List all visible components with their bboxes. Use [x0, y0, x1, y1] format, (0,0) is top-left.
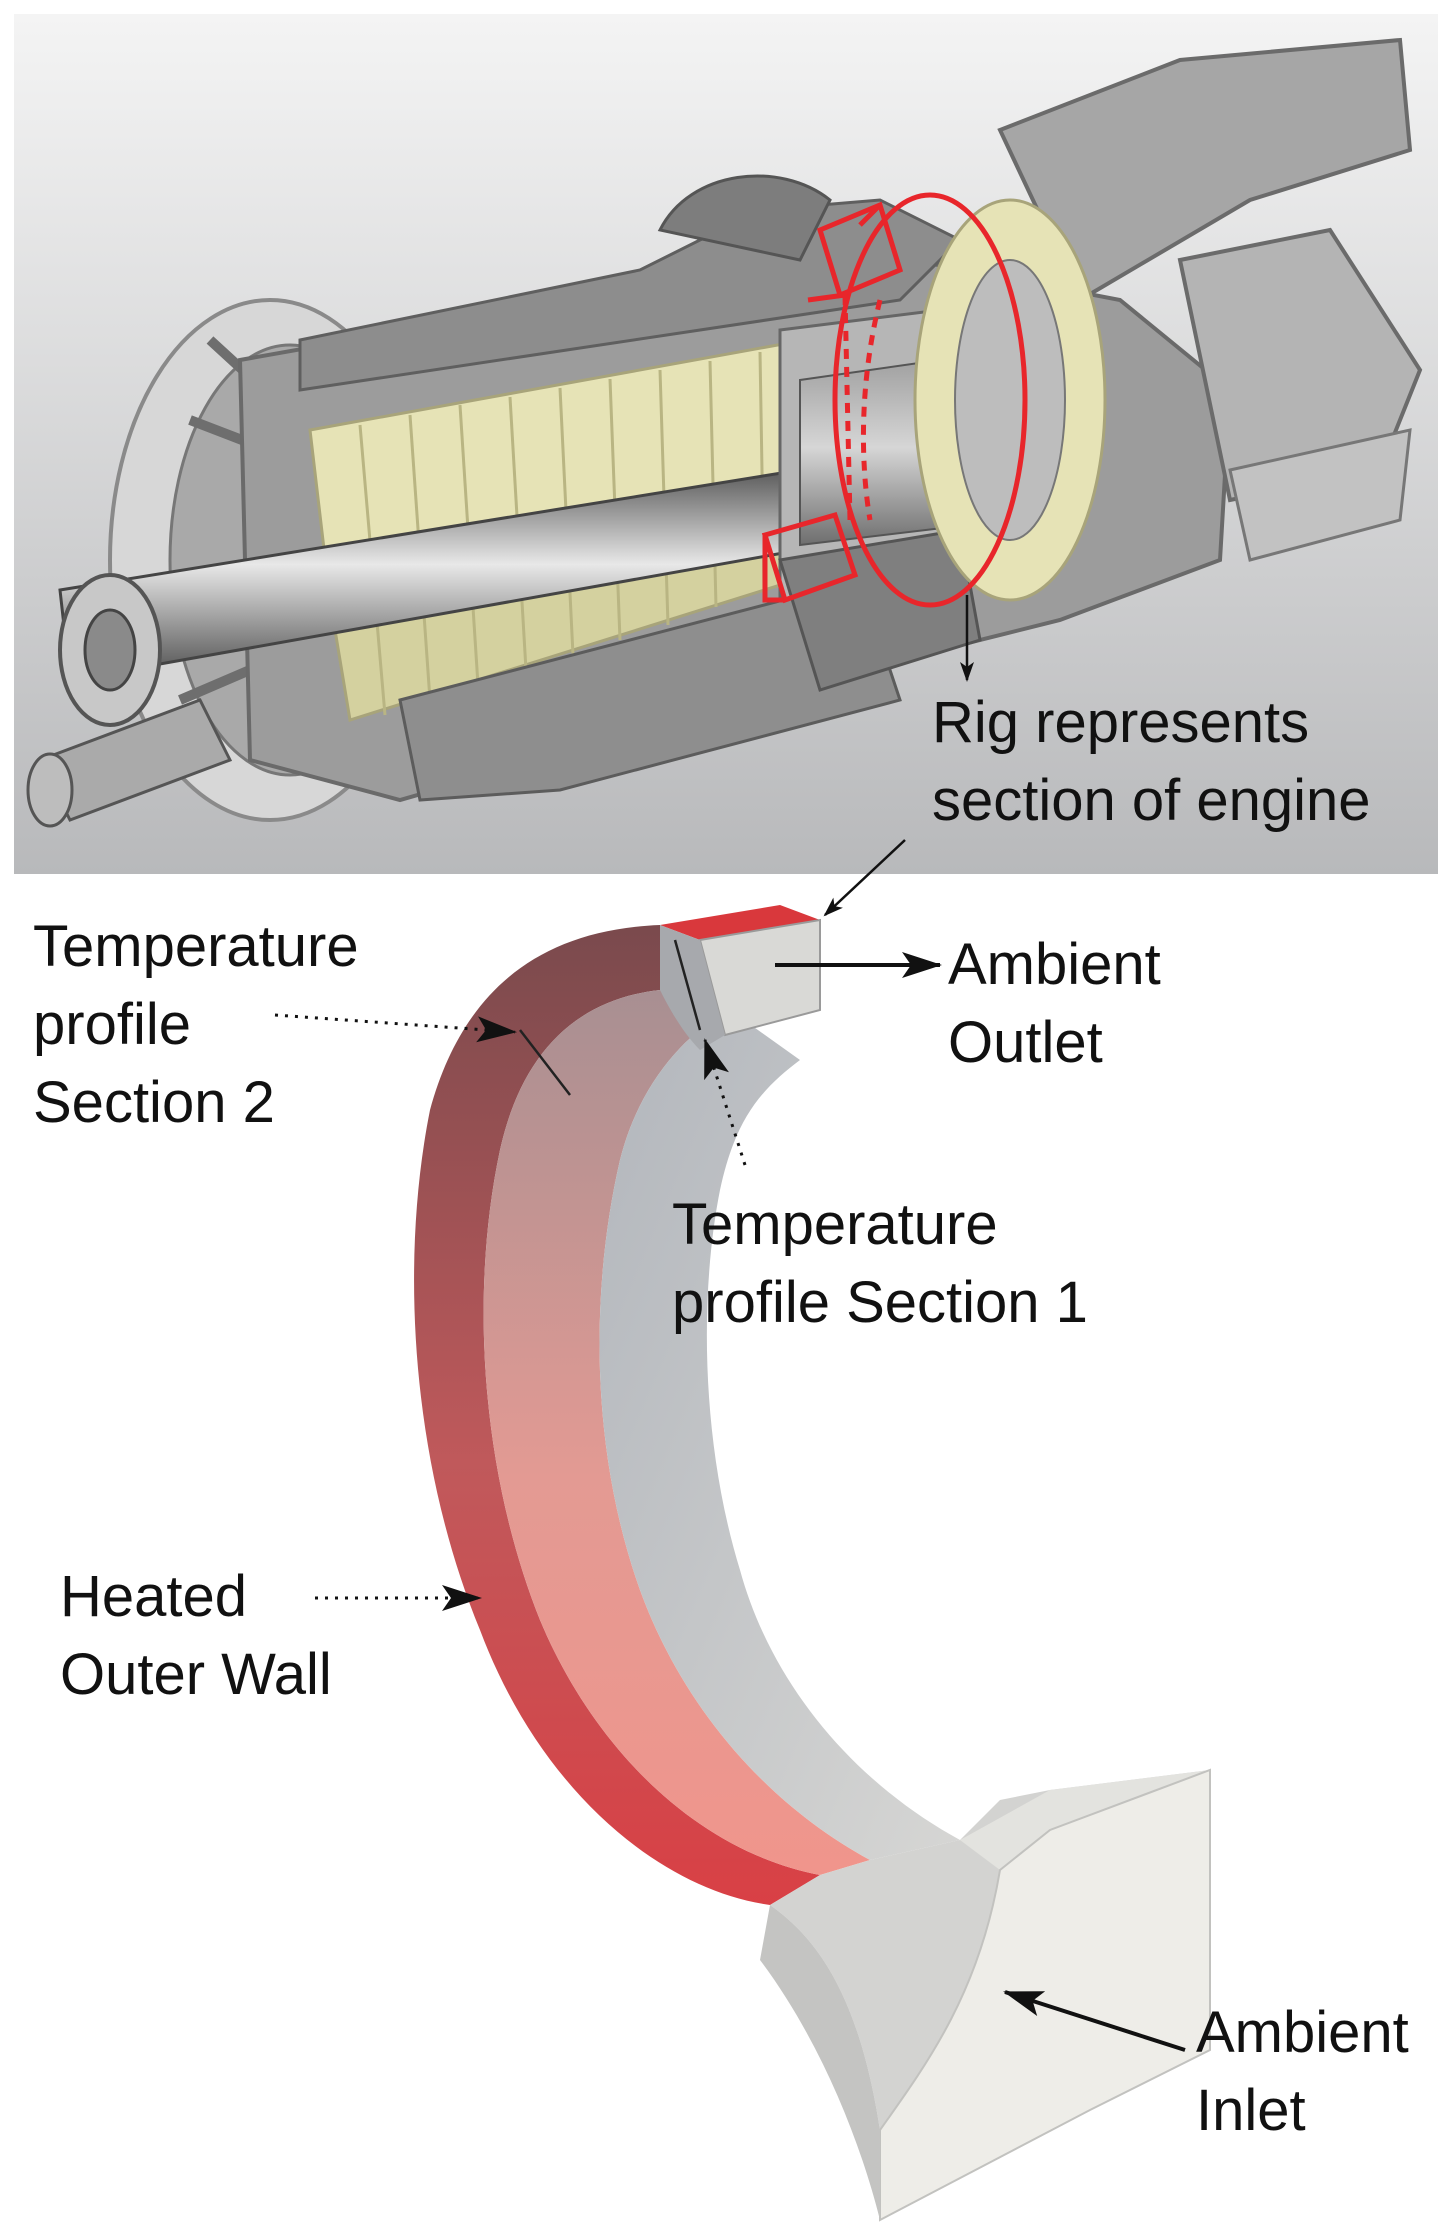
rig-section-highlight: [761, 192, 1028, 608]
ambient-inlet-line1: Ambient: [1196, 2000, 1409, 2065]
temperature-section1-label: Temperature profile Section 1: [672, 1192, 1088, 1335]
engine-cutaway-image: [14, 14, 1438, 874]
rig-duct-model: [414, 905, 1211, 2222]
ambient-inlet-label: Ambient Inlet: [1196, 2000, 1425, 2143]
rig-section-label: Rig represents section of engine: [932, 690, 1371, 833]
ambient-outlet-line2: Outlet: [948, 1010, 1103, 1075]
temperature-section2-label: Temperature profile Section 2: [33, 914, 375, 1135]
heated-outer-wall-line2: Outer Wall: [60, 1642, 332, 1707]
temperature-section2-line2: profile: [33, 992, 191, 1057]
heated-outer-wall: [414, 925, 820, 1905]
annotation-arrows: [274, 839, 1186, 2052]
ambient-outlet-line1: Ambient: [948, 932, 1161, 997]
ambient-outlet-face: [698, 918, 821, 1037]
heated-outer-wall-label: Heated Outer Wall: [60, 1564, 332, 1707]
heated-outer-wall-line1: Heated: [60, 1564, 247, 1629]
temperature-section1-line1: Temperature: [672, 1192, 998, 1257]
rig-section-label-line1: Rig represents: [932, 690, 1309, 755]
ambient-inlet-line2: Inlet: [1196, 2078, 1306, 2143]
rig-section-label-line2: section of engine: [932, 768, 1371, 833]
ambient-outlet-label: Ambient Outlet: [948, 932, 1177, 1075]
temperature-section2-line1: Temperature: [33, 914, 359, 979]
temperature-section1-line2: profile Section 1: [672, 1270, 1088, 1335]
temperature-section2-line3: Section 2: [33, 1070, 275, 1135]
